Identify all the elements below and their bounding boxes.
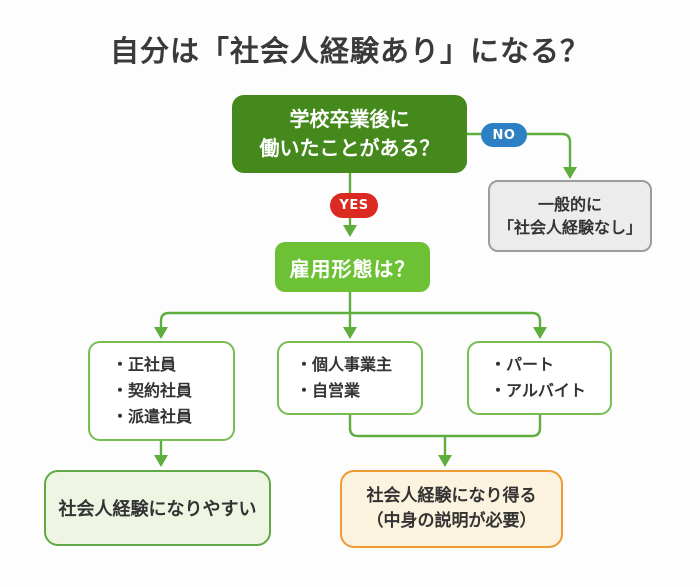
branch-item: ・個人事業主 — [296, 355, 393, 374]
result-box-possible-experience: 社会人経験になり得る （中身の説明が必要） — [340, 470, 563, 548]
merge-connector-line — [348, 415, 542, 438]
branch-item: ・正社員 — [112, 355, 177, 374]
result-line: 社会人経験になり得る — [366, 486, 537, 506]
question-box-worked-after-graduation: 学校卒業後に 働いたことがある？ — [232, 95, 467, 173]
possible-arrowhead-icon — [438, 455, 452, 467]
branch-item: ・アルバイト — [490, 381, 586, 400]
branch-right-line — [350, 311, 542, 328]
branch-item: ・派遣社員 — [112, 407, 193, 426]
result-box-likely-experience: 社会人経験になりやすい — [44, 470, 271, 546]
branch-item: ・契約社員 — [112, 381, 193, 400]
question-line: 学校卒業後に — [289, 107, 410, 131]
branch-item: ・パート — [490, 355, 555, 374]
result-line: 一般的に — [537, 195, 602, 214]
page-title: 自分は「社会人経験あり」になる？ — [109, 34, 590, 68]
result-line: 「社会人経験なし」 — [497, 218, 642, 237]
yes-badge: YES — [330, 193, 378, 218]
branch-middle-arrowhead-icon — [343, 327, 357, 339]
result-line: （中身の説明が必要） — [366, 511, 537, 531]
yes-arrowhead-icon — [343, 225, 357, 237]
branch-box-self-employed: ・個人事業主 ・自営業 — [277, 341, 423, 415]
branch-box-part-time: ・パート ・アルバイト — [467, 341, 612, 415]
branch-item: ・自営業 — [296, 381, 361, 400]
branch-left-line — [159, 311, 350, 328]
no-arrowhead-icon — [563, 167, 577, 179]
question-box-employment-type: 雇用形態は？ — [275, 242, 430, 292]
no-badge: NO — [481, 123, 527, 147]
likely-arrowhead-icon — [154, 455, 168, 467]
question-line: 働いたことがある？ — [259, 136, 440, 160]
result-box-no-experience: 一般的に 「社会人経験なし」 — [488, 180, 652, 252]
branch-right-arrowhead-icon — [533, 327, 547, 339]
branch-left-arrowhead-icon — [154, 327, 168, 339]
branch-box-regular-employee: ・正社員 ・契約社員 ・派遣社員 — [88, 341, 235, 441]
